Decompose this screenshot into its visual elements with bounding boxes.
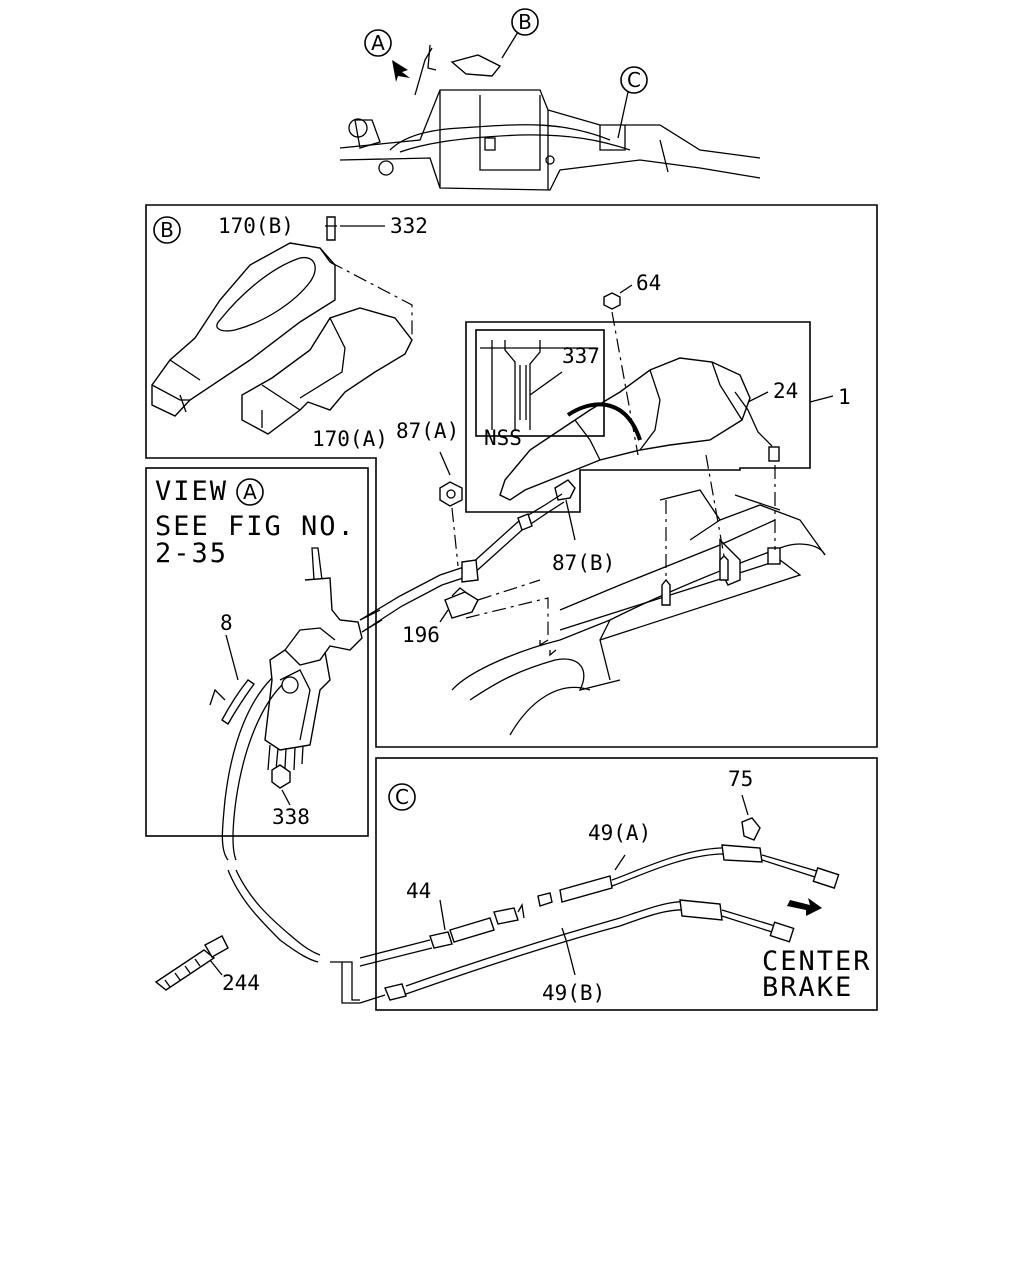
callout-a-top: A: [364, 29, 392, 57]
callout-c-top: C: [620, 66, 648, 94]
nut-87b: [554, 479, 576, 541]
label-196: 196: [402, 623, 440, 647]
label-337: 337: [562, 344, 600, 368]
bracket-196: [439, 579, 549, 635]
label-75: 75: [728, 767, 753, 791]
label-24: 24: [773, 379, 798, 403]
floor-tunnel: [451, 454, 826, 736]
section-b-frame: B: [145, 204, 878, 748]
svg-text:C: C: [395, 785, 409, 809]
lever-assembly: [209, 547, 363, 771]
cable-49b: [359, 899, 795, 1004]
label-nss: NSS: [484, 426, 522, 450]
console-body-1: [499, 357, 780, 501]
label-44: 44: [406, 879, 431, 903]
svg-text:SEE FIG NO.: SEE FIG NO.: [155, 511, 356, 542]
label-332: 332: [390, 214, 428, 238]
svg-text:B: B: [160, 218, 174, 242]
inset-337: [465, 321, 811, 513]
svg-text:B: B: [518, 10, 532, 34]
cable-49a: [537, 844, 840, 907]
clip-75: [741, 794, 761, 841]
label-244: 244: [222, 971, 260, 995]
cable-section-b: [359, 493, 565, 633]
label-1: 1: [838, 385, 851, 409]
svg-text:2-35: 2-35: [155, 538, 228, 569]
nut-64: [603, 284, 639, 456]
label-49a: 49(A): [588, 821, 651, 845]
svg-text:A: A: [371, 31, 385, 55]
label-49b: 49(B): [542, 981, 605, 1005]
svg-text:C: C: [627, 68, 641, 92]
center-brake-text: CENTER BRAKE: [762, 946, 872, 1003]
cable-tie-244: [154, 935, 229, 991]
svg-text:CENTER: CENTER: [762, 946, 872, 977]
label-338: 338: [272, 805, 310, 829]
label-87a: 87(A): [396, 419, 459, 443]
label-8: 8: [220, 611, 233, 635]
cable-44: [359, 899, 525, 967]
nut-87a: [439, 451, 463, 567]
label-87b: 87(B): [552, 551, 615, 575]
svg-text:VIEW: VIEW: [155, 476, 228, 507]
callout-b-top: B: [511, 8, 539, 36]
svg-text:A: A: [243, 480, 257, 504]
console-lower-170a: [241, 307, 413, 435]
screw-332: [325, 216, 385, 241]
label-64: 64: [636, 271, 661, 295]
label-170a: 170(A): [312, 427, 388, 451]
bolt-338: [271, 764, 291, 806]
section-c-frame: C: [375, 757, 878, 1011]
center-brake-arrow-icon: [787, 898, 822, 916]
cable-to-c: [221, 677, 321, 963]
label-170b: 170(B): [218, 214, 294, 238]
svg-text:BRAKE: BRAKE: [762, 972, 853, 1003]
view-a-frame: VIEW A SEE FIG NO. 2-35: [145, 467, 369, 837]
overview-drawing: [339, 31, 761, 191]
